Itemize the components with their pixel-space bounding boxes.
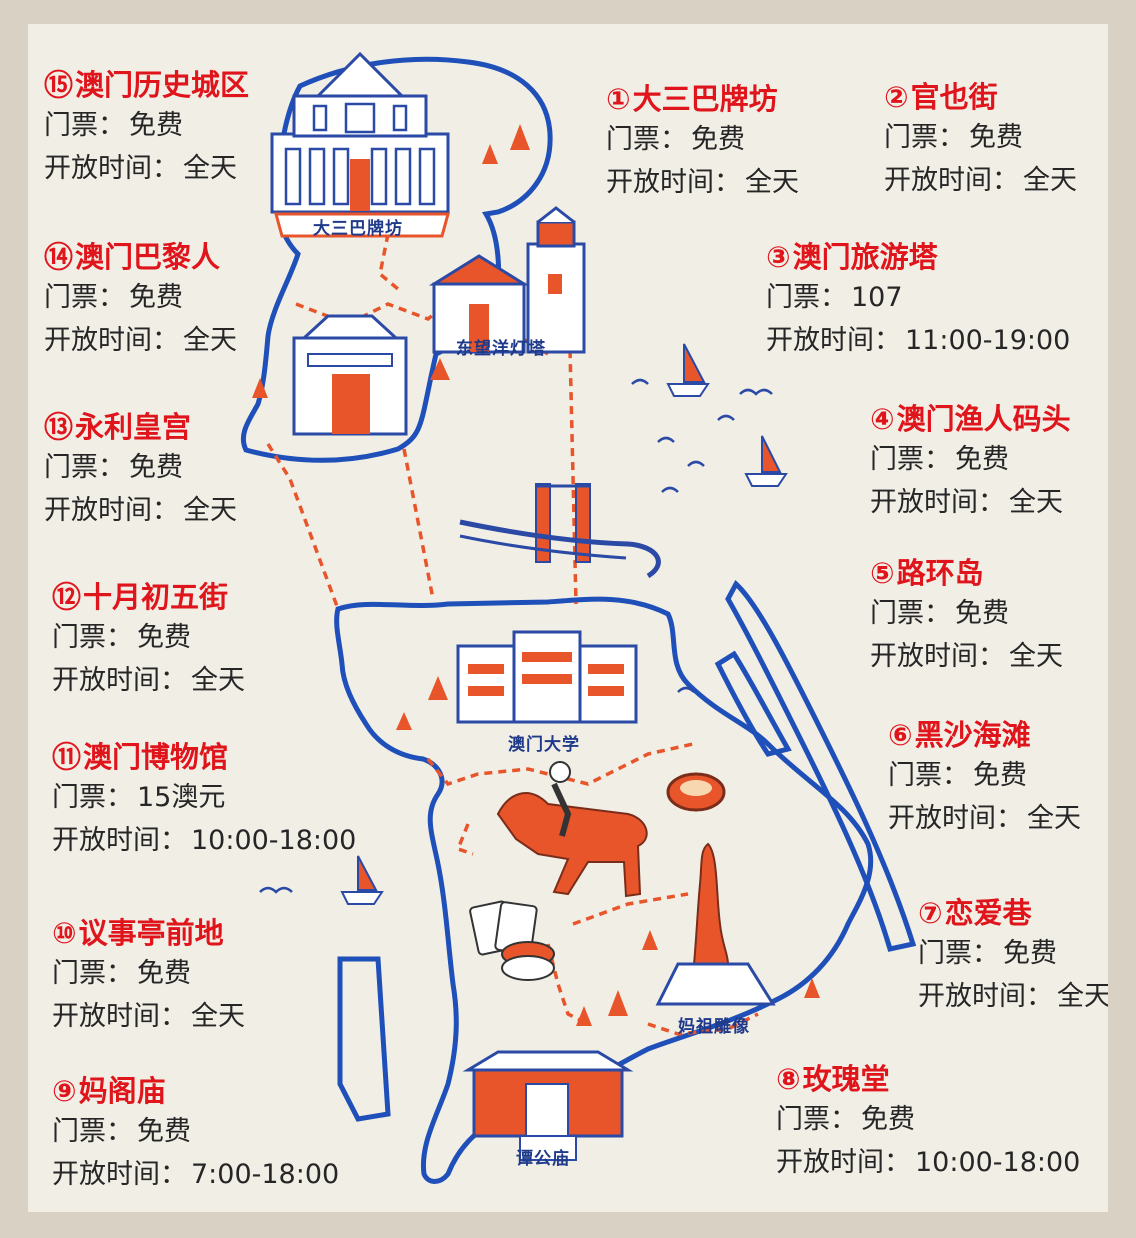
poi-title: ⑮澳门历史城区 (44, 68, 250, 102)
poi-ticket: 门票：免费 (884, 122, 1023, 153)
poi-card: ⑤路环岛 门票：免费 开放时间：全天 (870, 554, 1063, 678)
map-poster: 大三巴牌坊 东望洋灯塔 澳门大学 妈祖雕像 谭公庙 ⑮澳门历史城区 门票：免费 … (28, 24, 1108, 1212)
label-temple: 谭公庙 (516, 1149, 570, 1169)
poi-title: ③澳门旅游塔 (766, 240, 938, 274)
poi-card: ⑬永利皇宫 门票：免费 开放时间：全天 (44, 408, 237, 532)
poi-ticket: 门票：免费 (52, 622, 191, 653)
poi-ticket: 门票：免费 (776, 1104, 915, 1135)
poi-hours: 开放时间：全天 (52, 665, 245, 696)
university-icon (456, 630, 638, 724)
poi-title: ②官也街 (884, 80, 998, 114)
poi-hours: 开放时间：10:00-18:00 (52, 825, 357, 856)
label-university: 澳门大学 (508, 735, 580, 755)
poi-title: ①大三巴牌坊 (606, 82, 778, 116)
a-ma-statue-icon (655, 842, 776, 1006)
poi-ticket: 门票：免费 (870, 444, 1009, 475)
poi-hours: 开放时间：全天 (870, 487, 1063, 518)
poi-card: ⑩议事亭前地 门票：免费 开放时间：全天 (52, 914, 245, 1038)
poi-title: ⑦恋爱巷 (918, 896, 1032, 930)
triumphal-gate-icon (292, 314, 408, 436)
tree-icon (252, 124, 820, 1026)
wave-icon (259, 378, 773, 894)
horse-rider-icon (496, 761, 648, 898)
poi-ticket: 门票：15澳元 (52, 782, 226, 813)
poi-hours: 开放时间：全天 (870, 641, 1063, 672)
poi-hours: 开放时间：7:00-18:00 (52, 1159, 340, 1190)
peninsula-coastline (240, 56, 553, 463)
poi-card: ①大三巴牌坊 门票：免费 开放时间：全天 (606, 80, 799, 204)
sailboat-icon (340, 343, 788, 905)
poi-card: ⑦恋爱巷 门票：免费 开放时间：全天 (918, 894, 1108, 1018)
poi-title: ⑪澳门博物馆 (52, 740, 229, 774)
poi-ticket: 门票：免费 (918, 938, 1057, 969)
temple-icon (462, 1050, 634, 1161)
playing-cards-icon (469, 900, 538, 956)
poi-card: ⑫十月初五街 门票：免费 开放时间：全天 (52, 578, 245, 702)
poi-card: ⑪澳门博物馆 门票：15澳元 开放时间：10:00-18:00 (52, 738, 356, 862)
label-ruins: 大三巴牌坊 (313, 219, 403, 239)
poi-hours: 开放时间：全天 (44, 153, 237, 184)
label-ama-statue: 妈祖雕像 (678, 1017, 750, 1037)
poi-ticket: 门票：免费 (52, 1116, 191, 1147)
poi-hours: 开放时间：全天 (606, 167, 799, 198)
poi-ticket: 门票：免费 (44, 282, 183, 313)
poi-card: ⑮澳门历史城区 门票：免费 开放时间：全天 (44, 66, 249, 190)
guia-lighthouse-icon (428, 206, 586, 354)
poi-ticket: 门票：免费 (870, 598, 1009, 629)
poker-chips-icon (501, 941, 555, 981)
reclaimed-strip-left (337, 956, 391, 1122)
poi-ticket: 门票：107 (766, 282, 903, 313)
poi-title: ⑥黑沙海滩 (888, 718, 1031, 752)
poi-hours: 开放时间：全天 (52, 1001, 245, 1032)
poi-title: ⑤路环岛 (870, 556, 984, 590)
right-strip-2 (714, 650, 792, 757)
poi-hours: 开放时间：11:00-19:00 (766, 325, 1071, 356)
map-canvas (240, 51, 917, 1184)
poi-card: ③澳门旅游塔 门票：107 开放时间：11:00-19:00 (766, 238, 1070, 362)
poi-hours: 开放时间：全天 (888, 803, 1081, 834)
poi-ticket: 门票：免费 (44, 452, 183, 483)
poi-title: ⑧玫瑰堂 (776, 1062, 890, 1096)
poi-card: ⑭澳门巴黎人 门票：免费 开放时间：全天 (44, 238, 237, 362)
poi-card: ⑥黑沙海滩 门票：免费 开放时间：全天 (888, 716, 1081, 840)
poi-ticket: 门票：免费 (606, 124, 745, 155)
poi-hours: 开放时间：10:00-18:00 (776, 1147, 1081, 1178)
poi-title: ⑩议事亭前地 (52, 916, 224, 950)
poi-ticket: 门票：免费 (52, 958, 191, 989)
poi-card: ④澳门渔人码头 门票：免费 开放时间：全天 (870, 400, 1071, 524)
poi-title: ⑨妈阁庙 (52, 1074, 166, 1108)
ruins-of-st-paul-icon (270, 51, 450, 238)
poi-card: ⑧玫瑰堂 门票：免费 开放时间：10:00-18:00 (776, 1060, 1080, 1184)
poi-title: ⑬永利皇宫 (44, 410, 192, 444)
poi-title: ⑫十月初五街 (52, 580, 229, 614)
poi-hours: 开放时间：全天 (44, 325, 237, 356)
macau-egg-tart-icon (666, 772, 726, 812)
poi-hours: 开放时间：全天 (44, 495, 237, 526)
poi-card: ⑨妈阁庙 门票：免费 开放时间：7:00-18:00 (52, 1072, 339, 1196)
poi-hours: 开放时间：全天 (884, 165, 1077, 196)
poi-title: ⑭澳门巴黎人 (44, 240, 221, 274)
poi-ticket: 门票：免费 (44, 110, 183, 141)
poi-hours: 开放时间：全天 (918, 981, 1108, 1012)
right-strip-1 (725, 579, 917, 952)
bridge-icon (459, 483, 661, 579)
poi-ticket: 门票：免费 (888, 760, 1027, 791)
label-lighthouse: 东望洋灯塔 (456, 339, 546, 359)
poi-card: ②官也街 门票：免费 开放时间：全天 (884, 78, 1077, 202)
poi-title: ④澳门渔人码头 (870, 402, 1071, 436)
